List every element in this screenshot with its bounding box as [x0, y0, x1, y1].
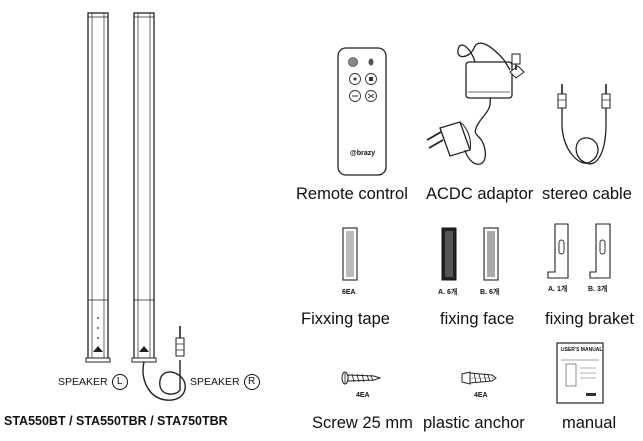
caption-manual: manual — [562, 414, 617, 432]
caption-remote: Remote control — [296, 185, 408, 203]
tape-qty: 6EA — [342, 289, 356, 296]
speaker-right-mark: R — [243, 374, 260, 390]
speaker-left-mark: L — [111, 374, 128, 390]
caption-adaptor: ACDC adaptor — [426, 185, 534, 203]
speaker-right-text: SPEAKER — [190, 376, 240, 388]
caption-bracket: fixing braket — [545, 310, 634, 328]
caption-stereo: stereo cable — [542, 185, 632, 203]
speaker-left-text: SPEAKER — [58, 376, 108, 388]
caption-anchor: plastic anchor — [423, 414, 525, 432]
speaker-right-label: SPEAKER R — [190, 374, 260, 390]
face-qty-b: B. 6개 — [480, 289, 500, 296]
caption-tape: Fixxing tape — [301, 310, 390, 328]
caption-face: fixing face — [440, 310, 515, 328]
bracket-qty-a: A. 1개 — [548, 286, 568, 293]
remote-brand: @brazy — [350, 150, 376, 157]
screw-qty: 4EA — [356, 392, 370, 399]
anchor-qty: 4EA — [474, 392, 488, 399]
model-numbers: STA550BT / STA550TBR / STA750TBR — [4, 414, 228, 428]
caption-screw: Screw 25 mm — [312, 414, 413, 432]
speaker-left-label: SPEAKER L — [58, 374, 128, 390]
bracket-qty-b: B. 3개 — [588, 286, 608, 293]
manual-title: USER'S MANUAL — [561, 347, 603, 353]
face-qty-a: A. 6개 — [438, 289, 458, 296]
